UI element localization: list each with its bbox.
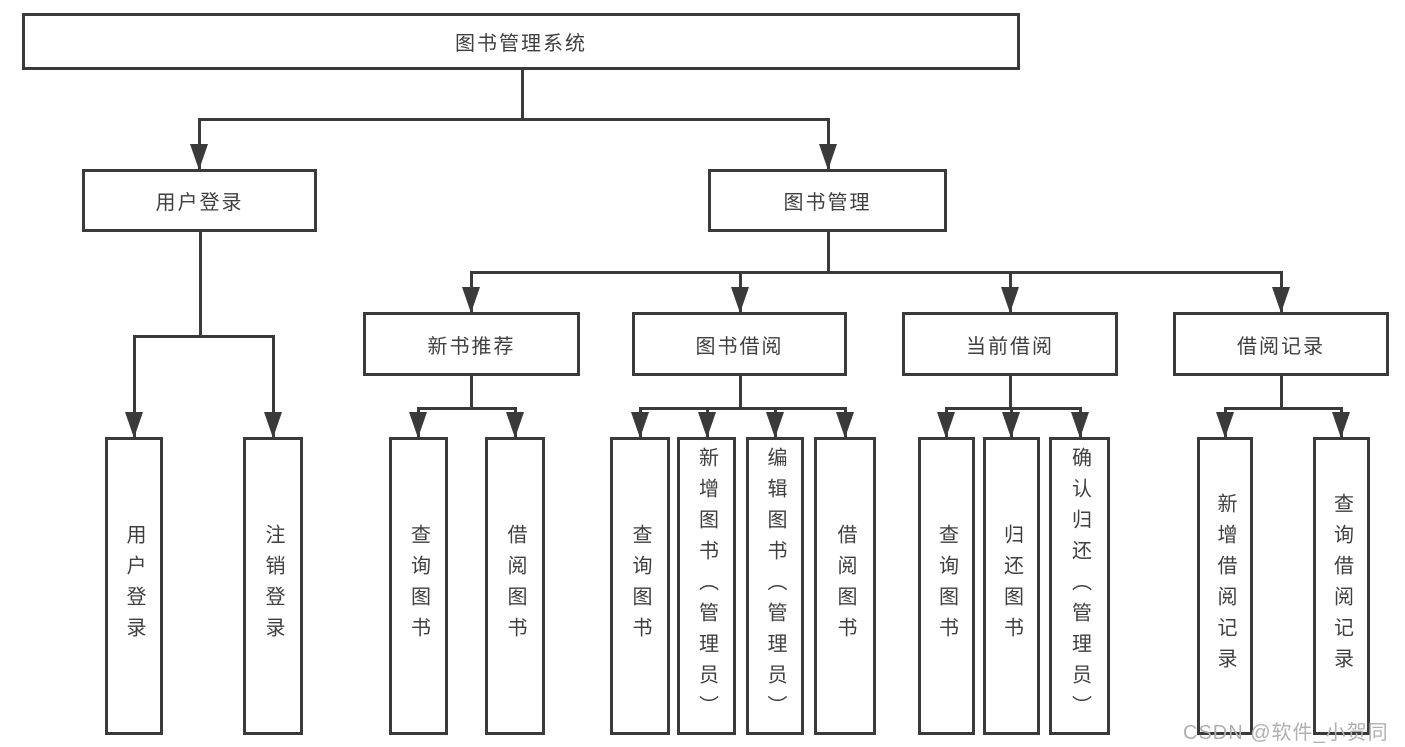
arrow-down-icon [506,412,524,438]
leaf-logout: 注销登录 [243,437,303,735]
node-label: 当前借阅 [966,335,1054,358]
node-borrowing-records: 借阅记录 [1173,312,1389,376]
leaf-add-borrow-record: 新增借阅记录 [1197,437,1253,735]
connector-line [469,270,1282,274]
leaf-user-login: 用户登录 [105,437,163,735]
connector-line [1279,376,1283,408]
arrow-down-icon [631,412,649,438]
leaf-label: 借阅图书 [504,524,526,648]
leaf-edit-books-admin: 编辑图书（管理员） [746,437,804,735]
arrow-down-icon [190,144,208,170]
leaf-return-books: 归还图书 [983,437,1040,735]
node-label: 新书推荐 [427,335,516,358]
arrow-down-icon [409,412,427,438]
leaf-label: 编辑图书（管理员） [764,446,786,726]
leaf-confirm-return-admin: 确认归还（管理员） [1049,437,1110,735]
leaf-label: 新增借阅记录 [1214,493,1236,679]
watermark: CSDN @软件_小贺同学 [1183,722,1389,744]
leaf-query-borrow-record: 查询借阅记录 [1313,437,1370,735]
arrow-down-icon [766,412,784,438]
node-book-management: 图书管理 [708,169,947,232]
connector-line [826,117,830,170]
connector-line [1008,376,1012,408]
connector-line [638,406,847,410]
leaf-label: 查询图书 [407,524,430,648]
leaf-borrow-books-recommend: 借阅图书 [485,437,545,735]
arrow-down-icon [819,144,837,170]
arrow-down-icon [836,412,854,438]
connector-line [520,70,524,119]
connector-line [1223,406,1342,410]
node-label: 用户登录 [155,192,244,214]
arrow-down-icon [1216,412,1234,438]
leaf-label: 查询借阅记录 [1330,493,1353,679]
node-library-management-system: 图书管理系统 [22,13,1020,70]
leaf-label: 借阅图书 [834,524,856,648]
connector-line [271,334,275,438]
arrow-down-icon [1272,287,1290,313]
connector-line [826,232,830,272]
node-book-borrowing: 图书借阅 [632,312,847,376]
leaf-query-books-current: 查询图书 [918,437,975,735]
leaf-query-books-recommend: 查询图书 [389,437,448,735]
leaf-label: 注销登录 [262,524,284,648]
connector-line [469,376,473,408]
leaf-add-books-admin: 新增图书（管理员） [677,437,736,735]
node-label: 借阅记录 [1237,335,1325,358]
connector-line [132,334,275,338]
node-new-book-recommendation: 新书推荐 [363,312,580,376]
node-label: 图书管理 [783,192,872,214]
leaf-label: 查询图书 [935,524,958,648]
connector-line [198,232,202,336]
leaf-query-books-borrowing: 查询图书 [610,437,670,735]
leaf-borrow-books: 借阅图书 [814,437,876,735]
node-user-login: 用户登录 [82,169,317,232]
leaf-label: 确认归还（管理员） [1068,446,1091,726]
connector-line [944,406,1082,410]
leaf-label: 用户登录 [123,524,145,648]
arrow-down-icon [264,412,282,438]
connector-line [738,376,742,408]
node-label: 图书管理系统 [455,33,587,55]
arrow-down-icon [1071,412,1089,438]
leaf-label: 归还图书 [1000,524,1023,648]
connector-line [132,334,136,438]
node-label: 图书借阅 [695,335,784,358]
leaf-label: 查询图书 [629,524,651,648]
connector-line [416,406,516,410]
arrow-down-icon [731,287,749,313]
arrow-down-icon [125,412,143,438]
arrow-down-icon [1001,287,1019,313]
connector-line [197,117,201,170]
arrow-down-icon [1332,412,1350,438]
leaf-label: 新增图书（管理员） [695,446,718,726]
arrow-down-icon [462,287,480,313]
arrow-down-icon [1002,412,1020,438]
connector-line [197,117,830,121]
arrow-down-icon [698,412,716,438]
node-current-borrowing: 当前借阅 [902,312,1118,376]
arrow-down-icon [937,412,955,438]
